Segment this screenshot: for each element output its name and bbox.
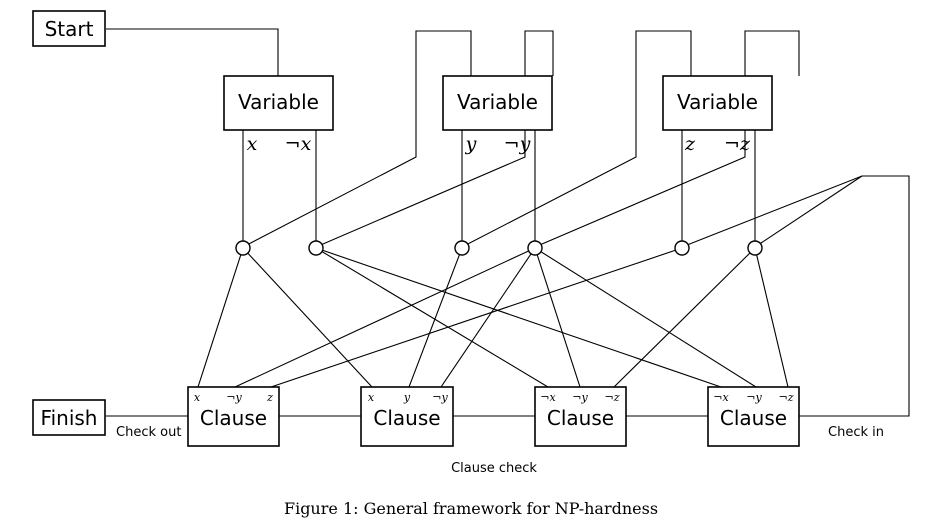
node-noty xyxy=(527,240,543,256)
start-label: Start xyxy=(45,17,94,41)
variable-box-z: Variable xyxy=(662,75,773,131)
y-to-clause2-wire xyxy=(408,247,463,388)
figure-caption: Figure 1: General framework for NP-hardn… xyxy=(284,499,658,518)
variable-y-exit-wire-a xyxy=(461,30,692,248)
clause-literal: x xyxy=(194,391,201,404)
clause-literal: z xyxy=(266,391,273,404)
clause-label: Clause xyxy=(720,406,787,430)
finish-box: Finish xyxy=(32,399,106,436)
clause-literal: x xyxy=(368,391,375,404)
node-notx xyxy=(308,240,324,256)
notx-to-clause3-wire xyxy=(315,247,549,388)
notz-to-clause3-wire xyxy=(613,247,756,388)
literal-z-label: z xyxy=(684,133,696,155)
clause-literal: y xyxy=(403,391,411,404)
node-notz xyxy=(747,240,763,256)
literal-notz-label: ¬z xyxy=(724,133,751,155)
variable-z-exit-wire xyxy=(681,175,910,417)
node-x xyxy=(235,240,251,256)
clause-literal: ¬z xyxy=(778,391,793,404)
clause-label: Clause xyxy=(200,406,267,430)
variable-label: Variable xyxy=(457,90,538,114)
clause-literal: ¬y xyxy=(746,391,762,404)
node-y xyxy=(454,240,470,256)
clause-literal: ¬y xyxy=(432,391,448,404)
noty-to-clause3-wire xyxy=(534,247,581,388)
check-in-label: Check in xyxy=(828,425,884,440)
finish-label: Finish xyxy=(41,406,98,430)
clause-box-1: x ¬y z Clause xyxy=(187,386,280,447)
clause-literal: ¬x xyxy=(540,391,556,404)
literal-y-label: y xyxy=(465,133,477,155)
node-z xyxy=(674,240,690,256)
clause-literal: ¬z xyxy=(604,391,619,404)
x-to-clause1-wire xyxy=(197,247,244,388)
clause-box-3: ¬x ¬y ¬z Clause xyxy=(534,386,627,447)
variable-x-exit-wire-b xyxy=(315,30,554,248)
x-to-clause2-wire xyxy=(242,247,373,388)
z-to-clause1-wire xyxy=(270,247,683,388)
clause-check-label: Clause check xyxy=(451,461,537,476)
check-out-label: Check out xyxy=(116,425,181,440)
variable-y-exit-wire-b xyxy=(534,30,800,248)
literal-noty-label: ¬y xyxy=(504,133,531,155)
connection-wires xyxy=(106,28,910,417)
clause-label: Clause xyxy=(373,406,440,430)
start-box: Start xyxy=(32,10,106,47)
noty-to-clause1-wire xyxy=(234,247,536,388)
literal-notx-label: ¬x xyxy=(285,133,312,155)
variable-label: Variable xyxy=(677,90,758,114)
noty-to-clause4-wire xyxy=(534,247,757,388)
clause-box-4: ¬x ¬y ¬z Clause xyxy=(707,386,800,447)
clause-literal: ¬y xyxy=(226,391,242,404)
variable-box-x: Variable xyxy=(223,75,334,131)
noty-to-clause2-wire xyxy=(440,247,536,388)
clause-label: Clause xyxy=(547,406,614,430)
variable-label: Variable xyxy=(238,90,319,114)
variable-z-exit-wire-b xyxy=(754,175,863,248)
clause-literal: ¬x xyxy=(713,391,729,404)
clause-box-2: x y ¬y Clause xyxy=(360,386,454,447)
literal-nodes xyxy=(235,240,763,256)
variable-x-exit-wire-a xyxy=(242,30,472,248)
notz-to-clause4-wire xyxy=(754,247,789,388)
literal-x-label: x xyxy=(247,133,258,155)
start-to-variable-x-wire xyxy=(106,28,279,76)
variable-box-y: Variable xyxy=(442,75,553,131)
clause-literal: ¬y xyxy=(572,391,588,404)
notx-to-clause4-wire xyxy=(315,247,722,388)
